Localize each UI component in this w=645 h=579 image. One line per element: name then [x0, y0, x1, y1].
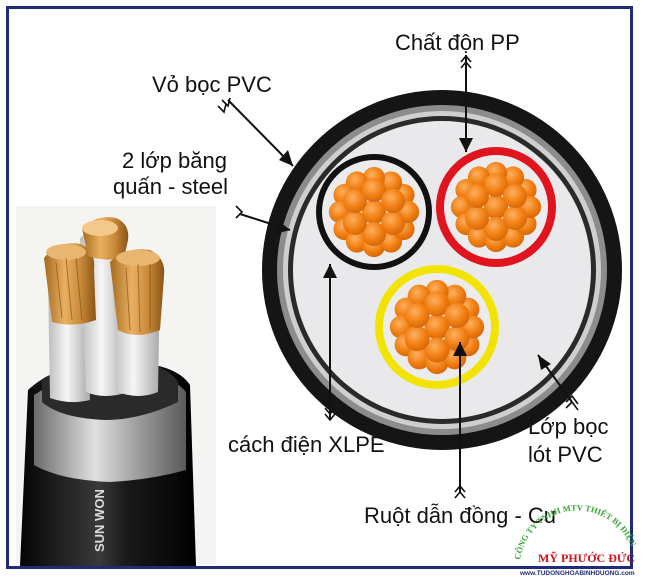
label-pvc-sheath: Vỏ bọc PVC [152, 72, 272, 97]
copper-strand [362, 200, 386, 224]
photo-copper-1 [44, 243, 96, 325]
border-frame [6, 6, 633, 569]
copper-strand [503, 184, 528, 208]
label-steel-tape-line1: 2 lớp băng [122, 148, 227, 173]
copper-strand [464, 184, 489, 208]
copper-strand [484, 173, 508, 197]
copper-strand [362, 222, 386, 246]
copper-strand [424, 291, 450, 317]
label-steel-tape-line2: quấn - steel [113, 174, 228, 199]
copper-strand [484, 195, 508, 219]
copper-strand [484, 217, 508, 241]
label-xlpe-insulation: cách điện XLPE [228, 432, 385, 457]
leader-arrowheads [275, 138, 551, 370]
copper-strand [424, 337, 450, 363]
label-copper-conductor: Ruột dẫn đồng - Cu [364, 503, 556, 528]
label-bedding-line2: lót PVC [528, 442, 603, 467]
label-pp-filler: Chất độn PP [395, 30, 520, 55]
core-black-conductor [328, 166, 420, 258]
watermark-site: www.TUDONGHOABINHDUONG.com [519, 570, 635, 577]
copper-strand [362, 178, 386, 202]
copper-strand [503, 206, 528, 230]
copper-strand [342, 189, 367, 213]
copper-strand [381, 211, 406, 235]
label-bedding-line1: Lớp bọc [528, 414, 608, 439]
cross-section [262, 90, 622, 450]
watermark-brand: MỸ PHƯỚC ĐỨC [538, 551, 635, 565]
copper-strand [404, 303, 430, 328]
core-red-conductor [450, 161, 542, 253]
copper-strand [424, 314, 450, 340]
copper-strand [381, 189, 406, 213]
copper-strand [464, 206, 489, 230]
photo-print-text: SUN WON [92, 489, 107, 552]
photo-copper-3 [110, 249, 165, 335]
cable-photo: SUN WON [16, 206, 216, 566]
copper-strand [342, 211, 367, 235]
copper-strand [444, 326, 470, 351]
copper-strand [404, 326, 430, 351]
leader-pvc-sheath [227, 99, 294, 167]
copper-strand [444, 303, 470, 328]
